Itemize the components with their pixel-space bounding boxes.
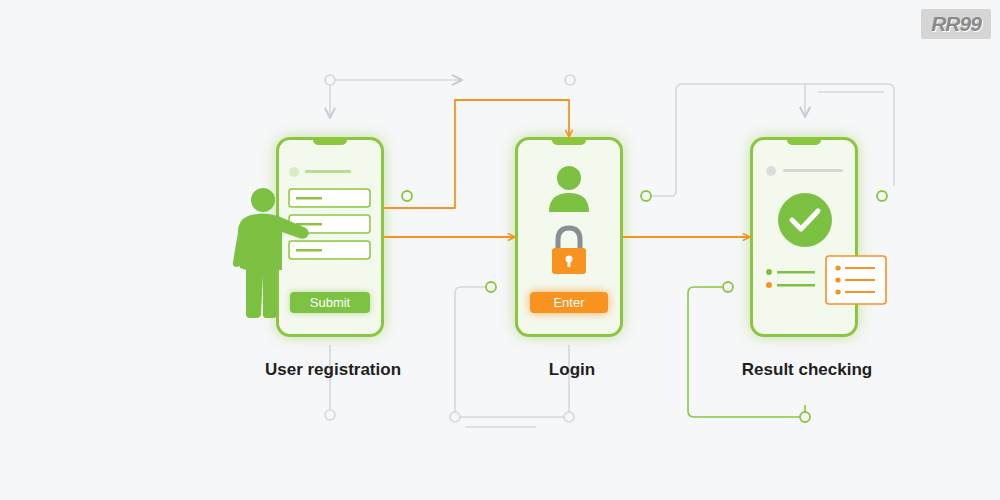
phone-screen: Result checking [750,137,858,337]
lock-icon [552,248,586,274]
decor-node [325,410,335,420]
decor-line [804,84,806,117]
result-screen [783,169,843,172]
decor-line [335,79,462,81]
form-screen [289,167,299,177]
result-card [845,291,875,293]
result-card [835,289,840,294]
decor-line [329,85,331,118]
user-icon [557,166,581,190]
person-figure [251,188,275,212]
form-screen [296,223,322,226]
result-screen [766,269,772,275]
step-caption: User registration [219,360,447,380]
decor-node-green [486,282,496,292]
flow-arrow [384,100,569,208]
person-figure [238,214,309,319]
result-screen [766,166,843,288]
enter-button: Enter [530,292,608,313]
result-screen [766,166,776,176]
phone-notch [787,139,821,145]
lock-icon [568,259,571,267]
person-figure [233,232,241,267]
result-card [835,277,840,282]
form-screen [296,249,322,252]
result-screen [766,282,772,288]
decor-node [564,412,574,422]
result-screen [777,284,815,287]
result-card [835,265,840,270]
step-caption: Login [458,360,686,380]
result-screen [792,211,818,229]
decor-line [465,426,536,428]
result-card [845,279,875,281]
form-screen [289,215,370,233]
phone-notch [552,139,586,145]
flow-arrow [384,236,515,238]
lock-icon [552,228,586,274]
lock-icon [566,256,573,263]
button-text: Submit [310,295,350,310]
form-screen [289,241,370,259]
result-card [845,267,875,269]
flow-arrow [623,236,750,238]
person-figure [233,188,309,318]
result-screen [777,271,815,274]
result-card [826,256,886,304]
form-screen [289,167,370,259]
result-screen [778,193,832,247]
phone-screen: LoginEnter [515,137,623,337]
phone-screen: User registrationSubmit [276,137,384,337]
user-icon [549,166,589,212]
submit-button: Submit [290,292,370,313]
form-screen [305,170,351,173]
decor-node [450,412,460,422]
decor-node [565,75,575,85]
user-icon [549,193,589,212]
decor-line [818,91,884,93]
lock-icon [558,228,580,250]
button-text: Enter [553,295,584,310]
decor-node-green [641,191,651,201]
form-screen [296,197,322,200]
watermark: RR99 [921,9,991,39]
decor-node-green [877,191,887,201]
form-screen [289,189,370,207]
decor-node [325,75,335,85]
phone-notch [313,139,347,145]
decor-node-green [723,282,733,292]
decor-node-green [800,412,810,422]
result-card [826,256,886,304]
step-caption: Result checking [693,360,921,380]
decor-node-green [402,191,412,201]
